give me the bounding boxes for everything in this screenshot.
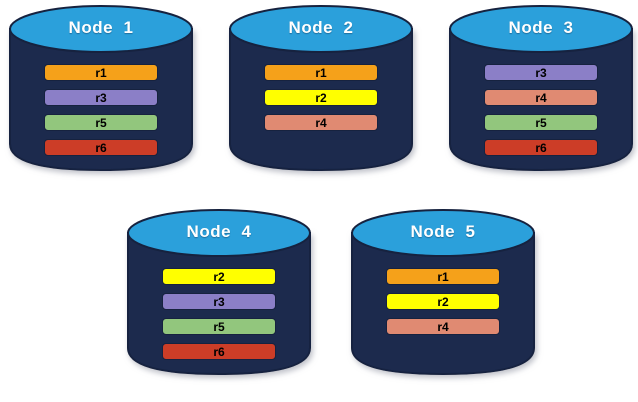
record-label: r5 <box>535 115 547 130</box>
record-bar-r2[interactable]: r2 <box>264 89 378 106</box>
record-list: r1 r2 r4 <box>352 268 534 335</box>
record-bar-r4[interactable]: r4 <box>386 318 500 335</box>
cylinder-top-ellipse <box>229 5 413 53</box>
record-label: r3 <box>213 294 225 309</box>
record-label: r1 <box>95 65 107 80</box>
record-label: r6 <box>95 140 107 155</box>
record-label: r3 <box>95 90 107 105</box>
cylinder-top-ellipse <box>9 5 193 53</box>
record-list: r2 r3 r5 r6 <box>128 268 310 360</box>
record-bar-r3[interactable]: r3 <box>44 89 158 106</box>
record-bar-r6[interactable]: r6 <box>484 139 598 156</box>
record-list: r1 r3 r5 r6 <box>10 64 192 156</box>
record-bar-r1[interactable]: r1 <box>264 64 378 81</box>
record-bar-r5[interactable]: r5 <box>162 318 276 335</box>
cylinder-top-ellipse <box>351 209 535 257</box>
record-label: r2 <box>437 294 449 309</box>
cylinder-top-ellipse <box>127 209 311 257</box>
record-label: r1 <box>437 269 449 284</box>
cylinder-top-ellipse <box>449 5 633 53</box>
record-label: r5 <box>95 115 107 130</box>
record-list: r1 r2 r4 <box>230 64 412 131</box>
record-bar-r4[interactable]: r4 <box>484 89 598 106</box>
record-bar-r1[interactable]: r1 <box>44 64 158 81</box>
record-label: r6 <box>213 344 225 359</box>
record-label: r2 <box>315 90 327 105</box>
record-bar-r6[interactable]: r6 <box>162 343 276 360</box>
record-list: r3 r4 r5 r6 <box>450 64 632 156</box>
record-label: r4 <box>437 319 449 334</box>
record-bar-r6[interactable]: r6 <box>44 139 158 156</box>
record-label: r1 <box>315 65 327 80</box>
record-label: r3 <box>535 65 547 80</box>
record-bar-r4[interactable]: r4 <box>264 114 378 131</box>
record-bar-r5[interactable]: r5 <box>44 114 158 131</box>
record-bar-r3[interactable]: r3 <box>484 64 598 81</box>
record-label: r5 <box>213 319 225 334</box>
record-bar-r2[interactable]: r2 <box>386 293 500 310</box>
record-bar-r3[interactable]: r3 <box>162 293 276 310</box>
record-label: r6 <box>535 140 547 155</box>
record-bar-r1[interactable]: r1 <box>386 268 500 285</box>
record-label: r4 <box>535 90 547 105</box>
record-label: r4 <box>315 115 327 130</box>
record-label: r2 <box>213 269 225 284</box>
record-bar-r2[interactable]: r2 <box>162 268 276 285</box>
record-bar-r5[interactable]: r5 <box>484 114 598 131</box>
